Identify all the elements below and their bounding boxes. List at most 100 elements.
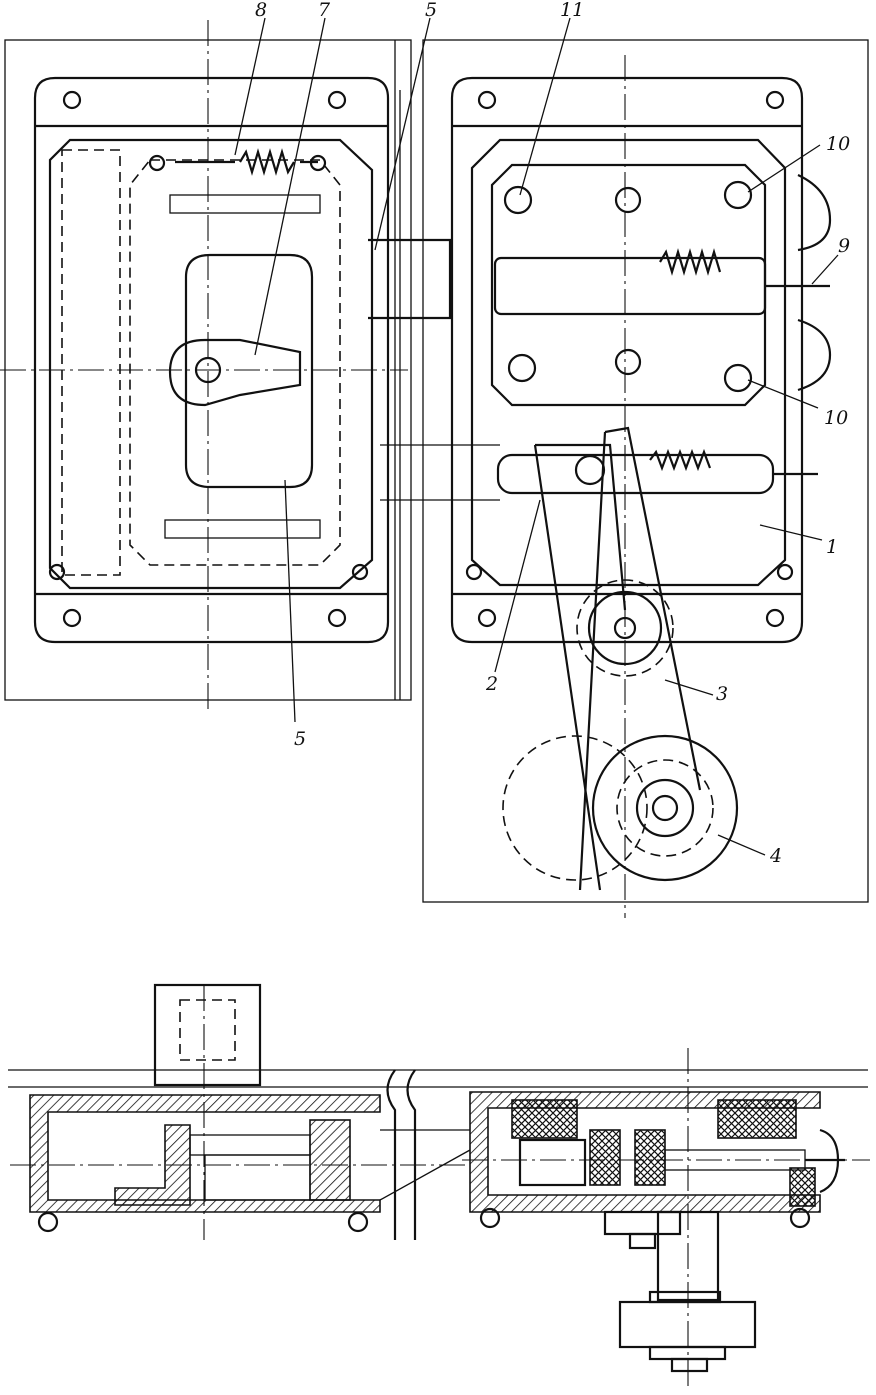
left-foot-a xyxy=(37,1211,59,1233)
section-view xyxy=(8,983,870,1390)
right-bolt-br xyxy=(765,608,785,628)
leader-10b xyxy=(747,379,819,409)
callout-5-bottom: 5 xyxy=(294,728,306,750)
cable-gland-top xyxy=(797,174,832,252)
pivot-nut xyxy=(628,1232,657,1250)
contact-shaft-housing xyxy=(493,256,767,316)
left-section-boss xyxy=(309,1119,351,1201)
right-foot-a xyxy=(479,1207,501,1229)
right-bolt-tl xyxy=(477,90,497,110)
terminal-screw-tl xyxy=(503,185,533,215)
section-link-b xyxy=(379,1149,471,1201)
left-inner-cavity xyxy=(48,138,374,590)
left-screw-b xyxy=(309,154,327,172)
leader-8 xyxy=(234,17,266,156)
leader-7 xyxy=(254,17,326,356)
left-foot-b xyxy=(347,1211,369,1233)
callout-9: 9 xyxy=(838,235,850,257)
lower-rod xyxy=(164,519,321,539)
contact-bridge-a xyxy=(589,1129,621,1186)
roller-bore xyxy=(651,794,679,822)
callout-10-upper: 10 xyxy=(826,133,850,155)
terminal-screw-tr xyxy=(723,180,753,210)
cable-gland-bottom xyxy=(797,318,832,392)
callout-labels: 8 7 5 11 10 9 10 1 2 3 5 4 5 xyxy=(255,0,850,867)
leader-1 xyxy=(759,524,823,541)
roller-hub xyxy=(635,778,695,838)
terminal-screw-bc xyxy=(614,348,642,376)
right-plan-view xyxy=(422,39,869,918)
connecting-rods xyxy=(368,90,500,700)
leader-9 xyxy=(811,254,839,285)
left-screw-d xyxy=(351,563,369,581)
callout-10-lower: 10 xyxy=(824,407,848,429)
right-bolt-bl xyxy=(477,608,497,628)
terminal-screw-br xyxy=(723,363,753,393)
callout-2: 2 xyxy=(485,673,498,695)
callout-8: 8 xyxy=(255,0,267,21)
leader-3 xyxy=(664,679,714,696)
left-bolt-br xyxy=(327,608,347,628)
right-frame xyxy=(422,39,869,903)
left-section-lever xyxy=(114,1124,191,1206)
callout-leaders xyxy=(234,17,839,856)
callout-7: 7 xyxy=(318,0,331,21)
left-section-spring-box xyxy=(204,1154,311,1201)
roller-hub-hidden xyxy=(616,759,714,857)
left-plan-view xyxy=(0,20,412,710)
coupling-block xyxy=(368,238,452,320)
right-screw-br xyxy=(776,563,794,581)
roller-4 xyxy=(591,734,739,882)
callout-11: 11 xyxy=(560,0,584,21)
right-bolt-tr xyxy=(765,90,785,110)
roller-nut xyxy=(670,1357,709,1373)
insulation-block-left xyxy=(511,1099,578,1139)
contact-bridge-b xyxy=(634,1129,666,1186)
contact-carrier xyxy=(518,1138,587,1187)
leader-5a xyxy=(374,17,431,251)
mounting-block-bore xyxy=(179,999,236,1061)
right-inner-cavity xyxy=(470,138,787,587)
lever-2 xyxy=(533,443,627,891)
left-screw-c xyxy=(48,563,66,581)
terminal-screw-bl xyxy=(507,353,537,383)
left-hidden-frame xyxy=(129,159,341,566)
callout-5-top: 5 xyxy=(425,0,437,21)
left-hidden-wall xyxy=(61,149,121,576)
contact-spring xyxy=(659,248,722,276)
left-center-window xyxy=(184,253,314,489)
left-bolt-tr xyxy=(327,90,347,110)
insulation-block-end xyxy=(789,1167,816,1207)
pivot-flange xyxy=(603,1210,682,1236)
leader-4 xyxy=(717,834,766,856)
upper-rod xyxy=(169,194,321,214)
right-screw-bl xyxy=(465,563,483,581)
terminal-screw-tc xyxy=(614,186,642,214)
lever-pin xyxy=(574,454,606,486)
mounting-block xyxy=(153,983,262,1087)
callout-4: 4 xyxy=(769,845,782,867)
callout-1: 1 xyxy=(826,536,838,558)
spring-8 xyxy=(175,148,318,176)
section-pull-rods xyxy=(386,1069,417,1240)
leader-5c xyxy=(284,479,296,723)
contact-chamber xyxy=(490,163,767,407)
roller-alt-position xyxy=(502,735,648,881)
callout-3: 3 xyxy=(716,683,728,705)
left-housing-outline xyxy=(33,76,390,644)
arm-3 xyxy=(578,426,702,891)
left-section-shaft xyxy=(189,1134,311,1156)
return-spring xyxy=(649,448,712,472)
right-foot-b xyxy=(789,1207,811,1229)
left-bolt-tl xyxy=(62,90,82,110)
insulation-block-right xyxy=(717,1099,797,1139)
left-bolt-bl xyxy=(62,608,82,628)
leader-2 xyxy=(494,499,541,673)
leader-10a xyxy=(747,144,821,193)
lever-7 xyxy=(168,338,302,407)
leader-11 xyxy=(519,17,571,196)
right-housing-outline xyxy=(450,76,804,644)
left-screw-a xyxy=(148,154,166,172)
